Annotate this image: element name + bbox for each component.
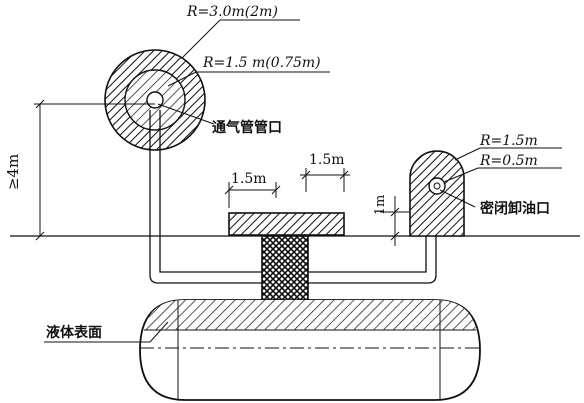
manhole-pad: [228, 212, 345, 236]
height-dimension: [34, 99, 155, 241]
liquid-surface-zone: [144, 300, 476, 330]
vent-outlet-label: 通气管管口: [212, 119, 282, 136]
vent-outlet-core: [146, 91, 164, 109]
vent-inner-radius-label: R=1.5 m(0.75m): [202, 55, 321, 71]
vent-outer-radius-label: R=3.0m(2m): [186, 4, 278, 20]
height-label: ≥4m: [4, 154, 22, 190]
unload-hazard-zone: [409, 150, 465, 237]
dim-left: [224, 182, 281, 208]
dim-height: [380, 196, 410, 246]
unload-inner-radius-label: R=0.5m: [479, 153, 538, 169]
liquid-surface-label: 液体表面: [46, 324, 102, 341]
dim-right: [300, 168, 350, 192]
storage-tank: [139, 299, 481, 401]
dim-height-label: 1m: [373, 195, 388, 216]
dim-left-label: 1.5m: [231, 171, 267, 187]
vent-hazard-zone: [104, 49, 206, 151]
dim-right-label: 1.5m: [309, 152, 345, 168]
unload-outer-radius-label: R=1.5m: [479, 133, 538, 149]
unload-port-label: 密闭卸油口: [479, 200, 550, 217]
manhole-column: [261, 235, 309, 309]
